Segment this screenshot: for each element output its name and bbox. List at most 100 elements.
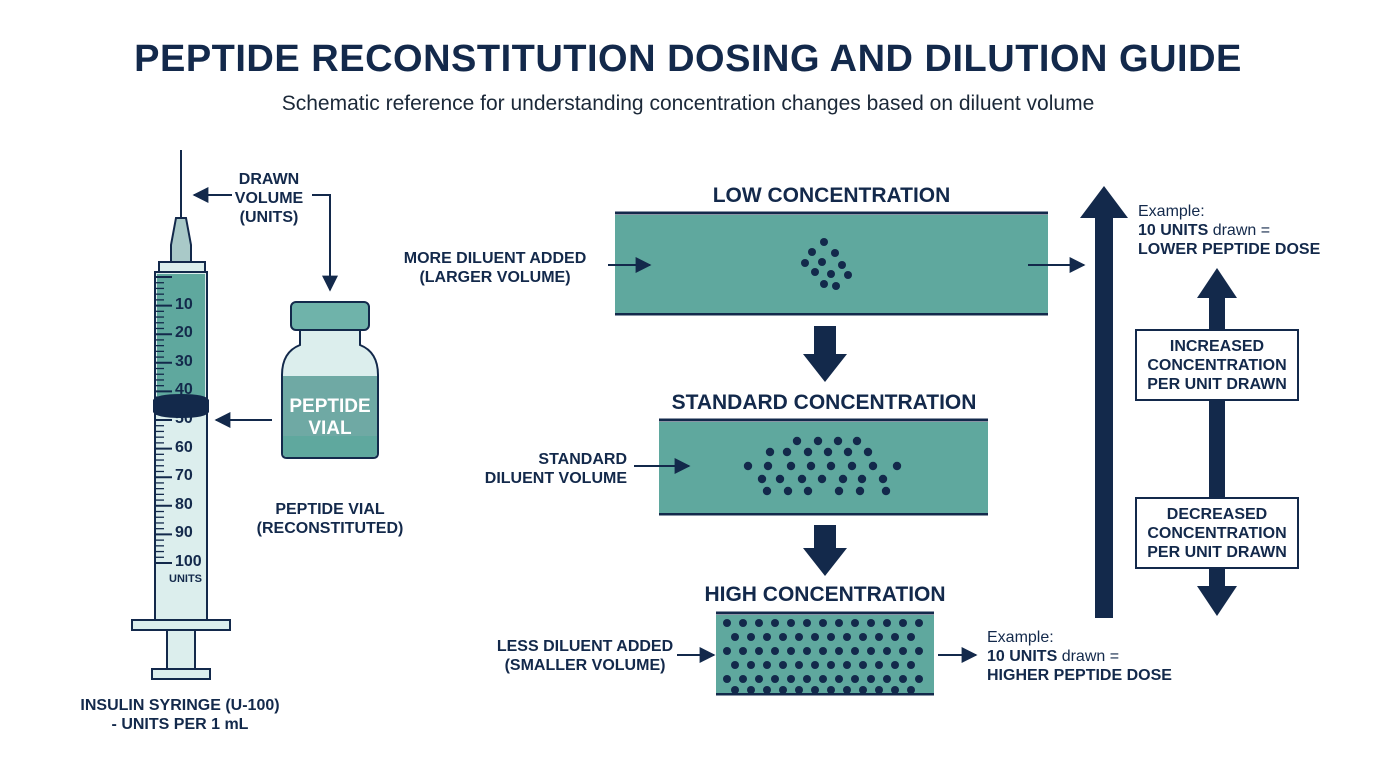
peptide-dot xyxy=(838,474,848,484)
syringe-tick-label: 10 xyxy=(175,295,193,313)
drawn-volume-label: DRAWN VOLUME (UNITS) xyxy=(228,170,310,227)
peptide-dot xyxy=(867,675,875,683)
concentration-scale-arrow xyxy=(1135,268,1299,616)
peptide-dot xyxy=(797,474,807,484)
syringe-caption-line-2: - UNITS PER 1 mL xyxy=(111,716,249,733)
vial-body-text: PEPTIDE VIAL xyxy=(283,396,377,440)
peptide-dot xyxy=(859,633,867,641)
peptide-dot xyxy=(787,647,795,655)
peptide-dot xyxy=(803,675,811,683)
peptide-dot xyxy=(811,268,819,276)
peptide-dot xyxy=(739,675,747,683)
peptide-dot xyxy=(851,647,859,655)
peptide-dot xyxy=(843,633,851,641)
peptide-dot xyxy=(835,619,843,627)
peptide-dot xyxy=(755,619,763,627)
vial-cap xyxy=(290,301,370,331)
syringe-units-label: UNITS xyxy=(169,573,202,585)
peptide-dot xyxy=(818,258,826,266)
band-high-input-line-2: (SMALLER VOLUME) xyxy=(504,657,666,674)
decreased-line-2: CONCENTRATION xyxy=(1147,525,1287,542)
peptide-dot xyxy=(731,633,739,641)
decreased-box xyxy=(1135,497,1299,569)
vial-label xyxy=(283,376,377,436)
syringe-drawn-liquid xyxy=(157,274,205,408)
peptide-dot xyxy=(907,686,915,694)
example-high-units: 10 UNITS xyxy=(987,648,1058,665)
page-subtitle: Schematic reference for understanding co… xyxy=(281,92,1095,115)
peptide-dot xyxy=(843,686,851,694)
peptide-dot xyxy=(739,619,747,627)
peptide-dot xyxy=(823,447,833,457)
peptide-dot xyxy=(907,661,915,669)
syringe-caption-line-1: INSULIN SYRINGE (U-100) xyxy=(80,697,280,714)
example-low-units: 10 UNITS xyxy=(1138,222,1209,239)
syringe-tick-label: 50 xyxy=(175,410,193,427)
peptide-dot xyxy=(852,436,862,446)
peptide-dot xyxy=(795,686,803,694)
peptide-dot xyxy=(775,474,785,484)
peptide-dot xyxy=(819,675,827,683)
peptide-dot xyxy=(820,238,828,246)
syringe-tick-label: 80 xyxy=(175,495,193,513)
syringe-caption: INSULIN SYRINGE (U-100) - UNITS PER 1 mL xyxy=(40,696,320,734)
syringe-finger-flange xyxy=(131,619,231,631)
peptide-dot xyxy=(779,633,787,641)
syringe-tick-label: 30 xyxy=(175,352,193,370)
peptide-dot xyxy=(757,474,767,484)
example-low-line-1: Example: xyxy=(1138,203,1205,220)
peptide-dot xyxy=(763,633,771,641)
peptide-dot xyxy=(771,675,779,683)
big-upward-arrow xyxy=(1080,186,1128,618)
band-standard-concentration xyxy=(659,418,988,516)
band-low-input-line-1: MORE DILUENT ADDED xyxy=(403,250,587,267)
example-high-drawn: drawn = xyxy=(1057,648,1120,665)
peptide-dot xyxy=(915,647,923,655)
band-standard-input-line-2: DILUENT VOLUME xyxy=(484,470,627,487)
peptide-dot xyxy=(857,474,867,484)
peptide-dot xyxy=(891,633,899,641)
example-low-drawn: drawn = xyxy=(1208,222,1271,239)
peptide-dot xyxy=(779,661,787,669)
band-high-input-label: LESS DILUENT ADDED (SMALLER VOLUME) xyxy=(492,637,678,675)
peptide-dot xyxy=(763,461,773,471)
peptide-dot xyxy=(795,661,803,669)
peptide-dot xyxy=(859,661,867,669)
band-low-fill xyxy=(615,215,1048,313)
band-low-peptide-dots xyxy=(801,238,852,290)
syringe-tick-label: 60 xyxy=(175,438,193,456)
peptide-dot xyxy=(891,686,899,694)
syringe-tick-label: 40 xyxy=(175,381,193,399)
syringe-plunger-thumb-rest xyxy=(151,668,211,680)
peptide-dot xyxy=(833,436,843,446)
peptide-dot xyxy=(811,633,819,641)
example-high: Example: 10 UNITS drawn = HIGHER PEPTIDE… xyxy=(987,628,1217,685)
band-standard-peptide-dots xyxy=(743,436,902,496)
vial-liquid xyxy=(283,436,377,457)
syringe-tick-label: 90 xyxy=(175,524,193,542)
band-high-title: HIGH CONCENTRATION xyxy=(704,583,946,606)
peptide-dot xyxy=(739,647,747,655)
peptide-dot xyxy=(782,447,792,457)
peptide-dot xyxy=(813,436,823,446)
drawn-volume-line-3: (UNITS) xyxy=(239,209,299,226)
drawn-volume-to-vial-arrow xyxy=(312,194,338,292)
peptide-dot xyxy=(915,619,923,627)
band-high-input-line-1: LESS DILUENT ADDED xyxy=(496,638,674,655)
peptide-dot xyxy=(811,661,819,669)
peptide-dot xyxy=(899,619,907,627)
syringe-needle-hub xyxy=(170,217,192,263)
decreased-box-label: DECREASED CONCENTRATION PER UNIT DRAWN xyxy=(1136,505,1298,562)
increased-box-label: INCREASED CONCENTRATION PER UNIT DRAWN xyxy=(1136,337,1298,394)
peptide-dot xyxy=(834,486,844,496)
vial-caption-line-2: (RECONSTITUTED) xyxy=(256,520,404,537)
syringe-plunger-rod xyxy=(166,629,196,671)
peptide-dot xyxy=(755,675,763,683)
peptide-dot xyxy=(783,486,793,496)
peptide-dot xyxy=(843,661,851,669)
increased-line-3: PER UNIT DRAWN xyxy=(1147,376,1287,393)
peptide-dot xyxy=(868,461,878,471)
peptide-dot xyxy=(747,686,755,694)
peptide-dot xyxy=(779,686,787,694)
